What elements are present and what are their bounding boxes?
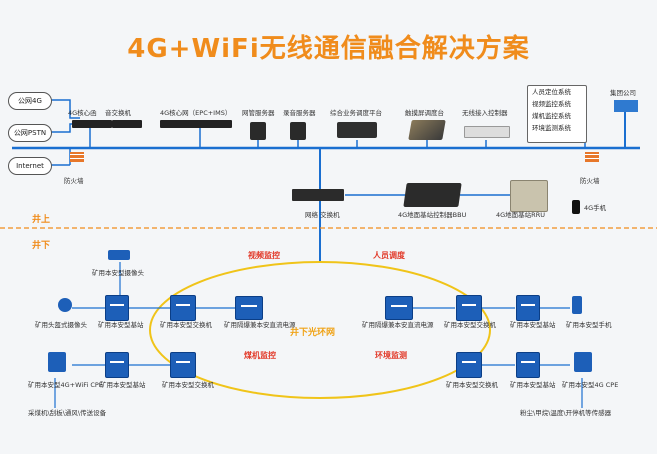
network-switch-icon	[292, 189, 344, 201]
firewall-right-icon	[585, 152, 599, 162]
section-above: 井上	[32, 215, 51, 225]
power-2-icon	[385, 296, 413, 320]
zone-environment-monitor: 环境监测	[375, 351, 407, 360]
bbu-label: 4G地面基站控制器BBU	[398, 211, 467, 219]
core-4g-left-label: 4G核心函	[68, 109, 97, 117]
base-station-4-icon	[516, 352, 540, 378]
switch-1-icon	[170, 295, 196, 321]
switch-3-icon	[456, 295, 482, 321]
zone-video-monitor: 视频监控	[248, 251, 280, 260]
firewall-left-label: 防火墙	[64, 177, 84, 185]
zone-coal-machine-monitor: 煤机监控	[244, 351, 276, 360]
ring-label: 井下光环网	[290, 328, 336, 338]
touch-console-icon	[408, 120, 446, 140]
switch-4-icon	[456, 352, 482, 378]
touch-console-label: 触摸屏调度台	[405, 109, 444, 117]
base-station-3-icon	[516, 295, 540, 321]
systems-box: 人员定位系统 视频监控系统 煤机监控系统 环境监测系统	[527, 85, 587, 143]
cpe-icon	[48, 352, 66, 372]
cloud-internet: Internet	[8, 157, 52, 175]
right-bottom-note: 粉尘\甲烷\温度\开停机等传感器	[520, 409, 612, 417]
bbu-icon	[403, 183, 462, 207]
phone-icon	[572, 200, 580, 214]
page-title: 4G+WiFi无线通信融合解决方案	[127, 34, 530, 64]
system-video-monitor: 视频监控系统	[532, 100, 571, 108]
core-4g-device	[160, 120, 232, 128]
switch-4-label: 矿用本安型交换机	[446, 381, 498, 389]
rru-icon	[510, 180, 548, 212]
section-below: 井下	[32, 241, 51, 251]
phone-label: 4G手机	[584, 204, 607, 212]
cpe-4g-label: 矿用本安型4G CPE	[562, 381, 619, 389]
system-environment-monitor: 环境监测系统	[532, 124, 571, 132]
dispatch-platform-icon	[337, 122, 377, 138]
base-station-1-label: 矿用本安型基站	[98, 321, 144, 329]
zone-personnel-dispatch: 人员调度	[373, 251, 405, 260]
voice-switch-device	[112, 120, 142, 128]
firewall-right-label: 防火墙	[580, 177, 600, 185]
camera-label: 矿用本安型摄像头	[92, 269, 144, 277]
base-station-3-label: 矿用本安型基站	[510, 321, 556, 329]
voice-switch-label: 音交换机	[105, 109, 131, 117]
power-1-icon	[235, 296, 263, 320]
camera-icon	[108, 250, 130, 260]
gateway-server-label: 网管服务器	[242, 109, 275, 117]
cpe-label: 矿用本安型4G+WiFi CPE	[28, 381, 103, 389]
base-station-1-icon	[105, 295, 129, 321]
core-4g-label: 4G核心网（EPC+IMS）	[160, 109, 232, 117]
cpe-4g-icon	[574, 352, 592, 372]
mine-phone-label: 矿用本安型手机	[566, 321, 612, 329]
wireless-controller-icon	[464, 126, 510, 138]
dome-camera-icon	[58, 298, 72, 312]
group-company-label: 集团公司	[610, 89, 636, 97]
rru-label: 4G地面基站RRU	[496, 211, 545, 219]
power-1-label: 矿用隔爆兼本安直流电源	[224, 321, 296, 329]
system-coal-machine-monitor: 煤机监控系统	[532, 112, 571, 120]
power-2-label: 矿用隔爆兼本安直流电源	[362, 321, 434, 329]
switch-2-icon	[170, 352, 196, 378]
switch-3-label: 矿用本安型交换机	[444, 321, 496, 329]
record-server-label: 录音服务器	[283, 109, 316, 117]
dispatch-platform-label: 综合业务调度平台	[330, 109, 382, 117]
cloud-public-pstn: 公网PSTN	[8, 124, 52, 142]
dome-camera-label: 矿用头盔式摄像头	[35, 321, 87, 329]
base-station-2-label: 矿用本安型基站	[100, 381, 146, 389]
mine-phone-icon	[572, 296, 582, 314]
system-personnel-location: 人员定位系统	[532, 88, 571, 96]
firewall-left-icon	[70, 152, 84, 162]
building-icon	[614, 100, 638, 112]
cloud-public-4g: 公网4G	[8, 92, 52, 110]
record-server-icon	[290, 122, 306, 140]
network-switch-label: 网络 交换机	[305, 211, 340, 219]
base-station-4-label: 矿用本安型基站	[510, 381, 556, 389]
switch-1-label: 矿用本安型交换机	[160, 321, 212, 329]
wireless-controller-label: 无线接入控制器	[462, 109, 508, 117]
base-station-2-icon	[105, 352, 129, 378]
core-4g-left-device	[72, 120, 112, 128]
gateway-server-icon	[250, 122, 266, 140]
switch-2-label: 矿用本安型交换机	[162, 381, 214, 389]
left-bottom-note: 采煤机\刮板\通风\传送设备	[28, 409, 107, 417]
